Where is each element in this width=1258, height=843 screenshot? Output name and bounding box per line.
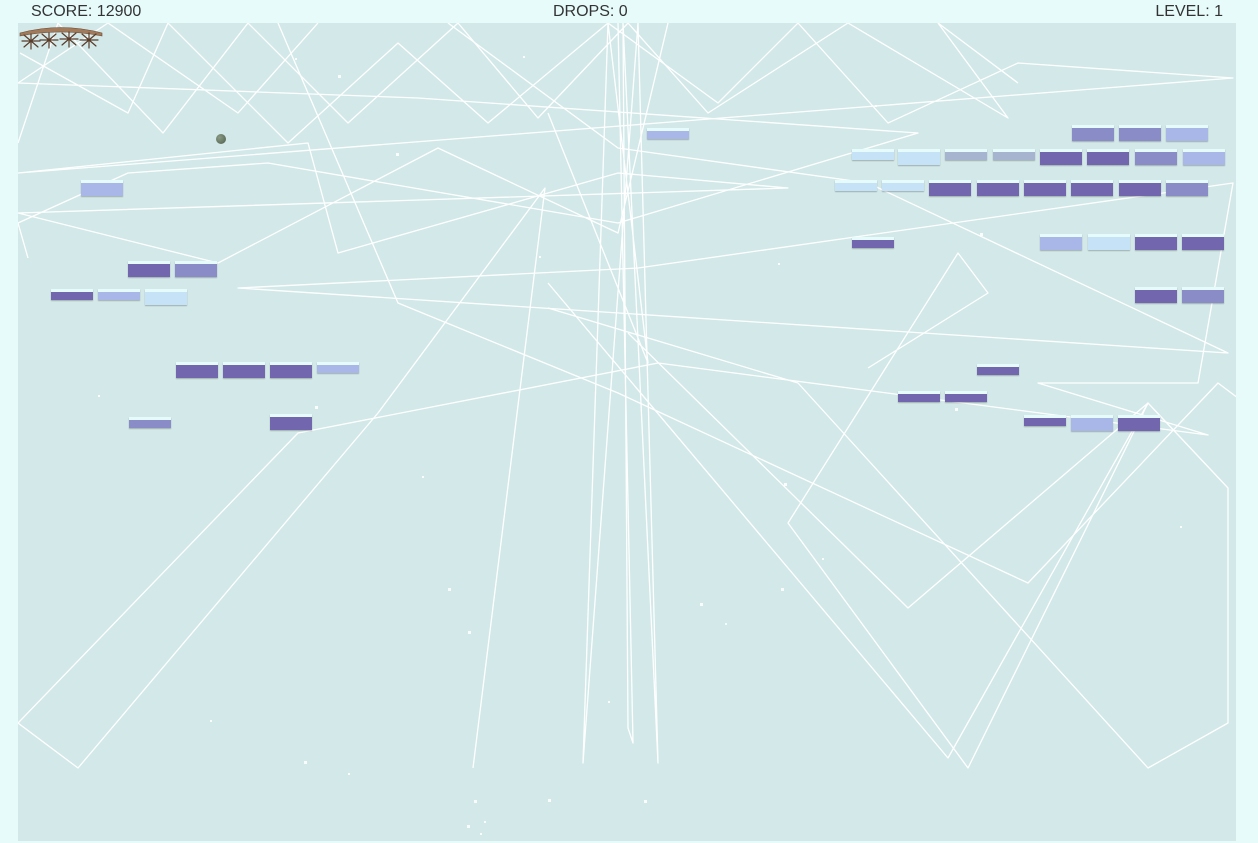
- brick: [882, 180, 924, 191]
- ball-trail: [18, 23, 1236, 835]
- brick: [835, 180, 877, 191]
- brick: [1166, 180, 1208, 196]
- brick: [977, 364, 1019, 375]
- brick: [145, 289, 187, 305]
- brick: [1119, 180, 1161, 196]
- brick: [1118, 415, 1160, 431]
- brick: [1182, 234, 1224, 250]
- brick: [1040, 149, 1082, 165]
- ball: [216, 134, 226, 144]
- brick: [945, 149, 987, 160]
- brick: [1088, 234, 1130, 250]
- brick: [129, 417, 171, 428]
- brick: [993, 149, 1035, 160]
- brick: [945, 391, 987, 402]
- brick: [1119, 125, 1161, 141]
- paddle[interactable]: [18, 23, 104, 53]
- score-display: SCORE: 12900: [31, 3, 142, 20]
- brick: [1166, 125, 1208, 141]
- brick: [1183, 149, 1225, 165]
- hud-bar: SCORE: 12900 DROPS: 0 LEVEL: 1: [0, 0, 1258, 24]
- brick: [1071, 415, 1113, 431]
- brick: [1182, 287, 1224, 303]
- brick: [176, 362, 218, 378]
- brick: [929, 180, 971, 196]
- brick: [977, 180, 1019, 196]
- brick: [898, 149, 940, 165]
- brick: [1135, 149, 1177, 165]
- drops-display: DROPS: 0: [553, 3, 628, 20]
- brick: [1072, 125, 1114, 141]
- brick: [317, 362, 359, 373]
- brick: [1087, 149, 1129, 165]
- game-playfield[interactable]: [18, 23, 1236, 841]
- brick: [898, 391, 940, 402]
- brick: [81, 180, 123, 196]
- brick: [852, 237, 894, 248]
- brick: [51, 289, 93, 300]
- brick: [1024, 415, 1066, 426]
- brick: [98, 289, 140, 300]
- brick: [1135, 234, 1177, 250]
- brick: [270, 362, 312, 378]
- brick: [1071, 180, 1113, 196]
- brick: [175, 261, 217, 277]
- brick: [852, 149, 894, 160]
- brick: [1135, 287, 1177, 303]
- brick: [270, 414, 312, 430]
- brick: [1024, 180, 1066, 196]
- brick: [128, 261, 170, 277]
- brick: [1040, 234, 1082, 250]
- brick: [647, 128, 689, 139]
- level-display: LEVEL: 1: [1155, 3, 1223, 20]
- brick: [223, 362, 265, 378]
